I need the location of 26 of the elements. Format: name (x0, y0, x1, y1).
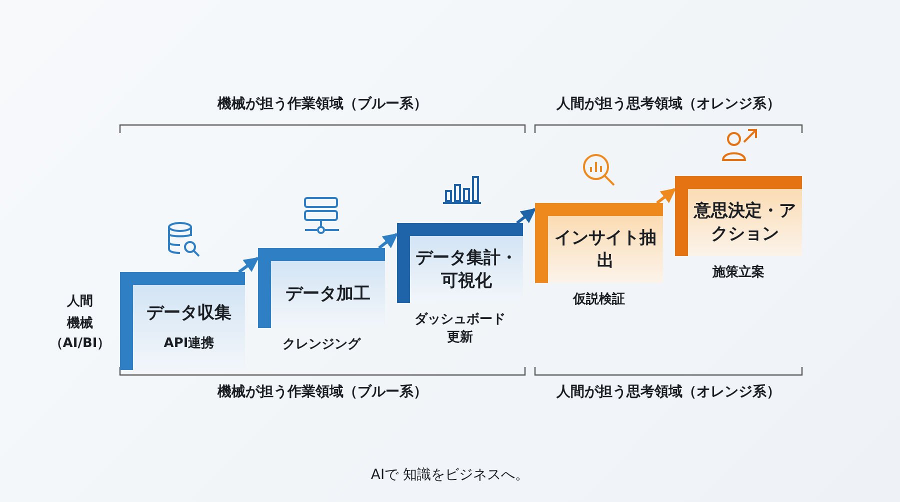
step-title: インサイト抽出 (554, 226, 658, 272)
step-title: データ加工 (284, 283, 372, 306)
axis-label: 人間 (66, 293, 94, 310)
step-title: データ集計・可視化 (414, 246, 518, 292)
region-heading: 機械が担う作業領域（ブルー系） (216, 383, 428, 401)
axis-label: 機械（AI/BI） (48, 315, 112, 353)
step-title: 意思決定・アクション (692, 200, 797, 246)
step-subtitle: 施策立案 (711, 264, 766, 282)
step-subtitle: 仮説検証 (572, 291, 626, 309)
step-subtitle: クレンジング (282, 336, 362, 354)
step-title: データ収集 (146, 302, 232, 325)
step-box (675, 176, 802, 256)
step-subtitle: ダッシュボード更新 (414, 311, 506, 347)
region-heading: 機械が担う作業領域（ブルー系） (216, 95, 428, 113)
step-arrow (378, 232, 398, 250)
step-box (120, 272, 245, 370)
step-box (535, 203, 663, 283)
region-heading: 人間が担う思考領域（オレンジ系） (555, 95, 782, 113)
step-box (258, 248, 385, 328)
step-arrow (656, 188, 676, 204)
caption: AIで 知識をビジネスへ。 (370, 466, 530, 484)
step-subtitle: API連携 (162, 335, 216, 353)
step-arrow (516, 208, 536, 224)
step-box (397, 223, 523, 303)
step-arrow (238, 256, 260, 274)
region-heading: 人間が担う思考領域（オレンジ系） (555, 383, 782, 401)
